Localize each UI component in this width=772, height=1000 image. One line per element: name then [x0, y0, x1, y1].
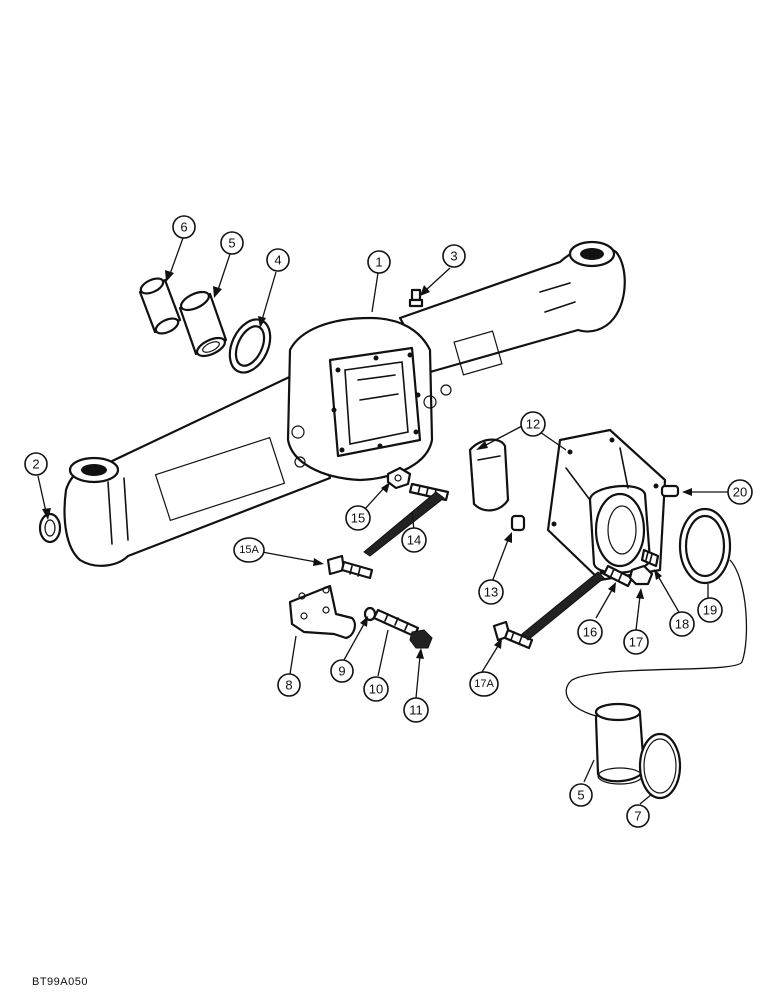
callout-4: 4	[266, 248, 290, 272]
callout-20: 20	[727, 479, 753, 505]
svg-text:12: 12	[526, 417, 540, 432]
svg-text:5: 5	[228, 236, 235, 251]
stud-10	[372, 608, 420, 638]
callout-1: 1	[367, 250, 391, 274]
callout-3: 3	[442, 244, 466, 268]
plug-18	[640, 548, 660, 568]
svg-text:20: 20	[733, 485, 747, 500]
stud-16	[602, 564, 634, 588]
svg-text:2: 2	[32, 457, 39, 472]
callout-7: 7	[626, 804, 650, 828]
svg-text:13: 13	[484, 585, 498, 600]
explode-wedge-14	[363, 491, 445, 557]
svg-text:17: 17	[629, 635, 643, 650]
callout-8: 8	[277, 673, 301, 697]
callout-9: 9	[330, 659, 354, 683]
callouts: 6 5 4 1 3 2 12 20 15 14 15A 13 16 17 18 …	[24, 215, 753, 828]
callout-5-upper: 5	[220, 231, 244, 255]
leader-lines	[37, 237, 728, 805]
callout-14: 14	[401, 527, 427, 553]
bracket-8	[288, 584, 356, 640]
bushing-5	[178, 290, 228, 358]
axle-housing	[38, 240, 626, 567]
callout-18: 18	[669, 611, 695, 637]
pin-20	[660, 484, 680, 498]
callout-6: 6	[172, 215, 196, 239]
svg-text:1: 1	[375, 255, 382, 270]
nut-17	[628, 564, 654, 586]
figure-code: BT99A050	[32, 976, 88, 988]
svg-text:4: 4	[274, 253, 281, 268]
nut-15	[386, 466, 412, 490]
bushing-6	[138, 277, 182, 335]
svg-text:7: 7	[634, 809, 641, 824]
seal-ring-19	[678, 507, 732, 585]
svg-text:10: 10	[369, 682, 383, 697]
callout-16: 16	[577, 619, 603, 645]
svg-text:9: 9	[338, 664, 345, 679]
svg-text:16: 16	[583, 625, 597, 640]
svg-text:3: 3	[450, 249, 457, 264]
svg-text:11: 11	[409, 703, 423, 718]
svg-text:18: 18	[675, 617, 689, 632]
callout-13: 13	[478, 579, 504, 605]
bolt-17a	[492, 620, 534, 650]
callout-15: 15	[345, 505, 371, 531]
svg-text:15: 15	[351, 511, 365, 526]
assembly-path-line	[565, 559, 748, 717]
hub-carrier	[546, 428, 667, 582]
explode-wedge-16	[521, 571, 605, 641]
svg-text:6: 6	[180, 220, 187, 235]
svg-text:8: 8	[285, 678, 292, 693]
bushing-5-lower	[594, 702, 646, 785]
svg-text:5: 5	[577, 788, 584, 803]
callout-10: 10	[363, 676, 389, 702]
svg-text:17A: 17A	[474, 678, 494, 690]
svg-text:19: 19	[703, 603, 717, 618]
callout-11: 11	[403, 697, 429, 723]
callout-17: 17	[623, 629, 649, 655]
callout-19: 19	[697, 597, 723, 623]
nut-11	[409, 629, 433, 649]
svg-text:15A: 15A	[239, 544, 259, 556]
bolt-15a	[326, 554, 374, 580]
callout-2: 2	[24, 452, 48, 476]
seal-4	[228, 318, 272, 374]
callout-17a: 17A	[469, 671, 499, 697]
dowel-13	[510, 514, 526, 532]
o-ring-7	[638, 732, 682, 800]
cap-12	[468, 438, 510, 512]
svg-text:14: 14	[407, 533, 421, 548]
callout-12: 12	[520, 411, 546, 437]
callout-5-lower: 5	[569, 783, 593, 807]
callout-15a: 15A	[233, 537, 265, 563]
